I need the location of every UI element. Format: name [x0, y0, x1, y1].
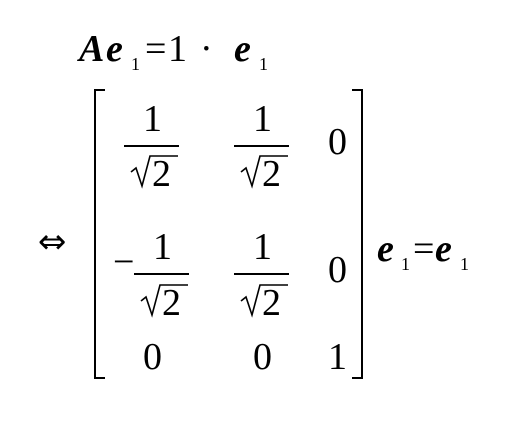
- r1c2-fraction-bar: [234, 145, 289, 147]
- matrix-A: A: [79, 28, 105, 70]
- r1c2-numerator: 1: [253, 98, 272, 140]
- radical-r1c2: [240, 155, 288, 189]
- r1c1-radicand: 2: [152, 153, 171, 195]
- vector-e: e: [106, 28, 123, 70]
- r3c2-value: 0: [253, 336, 272, 378]
- r2c2-radicand: 2: [262, 282, 281, 324]
- dot-operator: ·: [200, 28, 213, 70]
- r3c3-value: 1: [328, 336, 347, 378]
- equals-sign: =: [145, 28, 167, 70]
- right-bracket: [352, 89, 363, 379]
- vector-e-rhs: e: [234, 28, 251, 70]
- scalar-one: 1: [168, 28, 187, 70]
- r2c1-radicand: 2: [162, 282, 181, 324]
- r3c1-value: 0: [143, 336, 162, 378]
- r2c1-numerator: 1: [153, 226, 172, 268]
- r1c2-radicand: 2: [262, 153, 281, 195]
- subscript-1-lhs: 1: [401, 254, 410, 274]
- subscript-1: 1: [131, 54, 140, 74]
- r1c3-value: 0: [328, 121, 347, 163]
- vector-e-lhs: e: [377, 228, 394, 270]
- r1c1-fraction-bar: [124, 145, 179, 147]
- equals-sign-2: =: [413, 228, 435, 270]
- subscript-1-rhs: 1: [259, 54, 268, 74]
- r2c1-fraction-bar: [134, 273, 189, 275]
- left-bracket: [94, 89, 105, 379]
- r2c1-minus-sign: −: [113, 241, 135, 283]
- vector-e-rhs-2: e: [435, 228, 452, 270]
- r2c2-fraction-bar: [234, 273, 289, 275]
- radical-r1c1: [130, 155, 178, 189]
- subscript-1-rhs-2: 1: [460, 254, 469, 274]
- radical-r2c1: [140, 284, 188, 318]
- equivalence-arrow: ⇔: [38, 222, 67, 262]
- r2c3-value: 0: [328, 249, 347, 291]
- radical-r2c2: [240, 284, 288, 318]
- r1c1-numerator: 1: [143, 98, 162, 140]
- r2c2-numerator: 1: [253, 226, 272, 268]
